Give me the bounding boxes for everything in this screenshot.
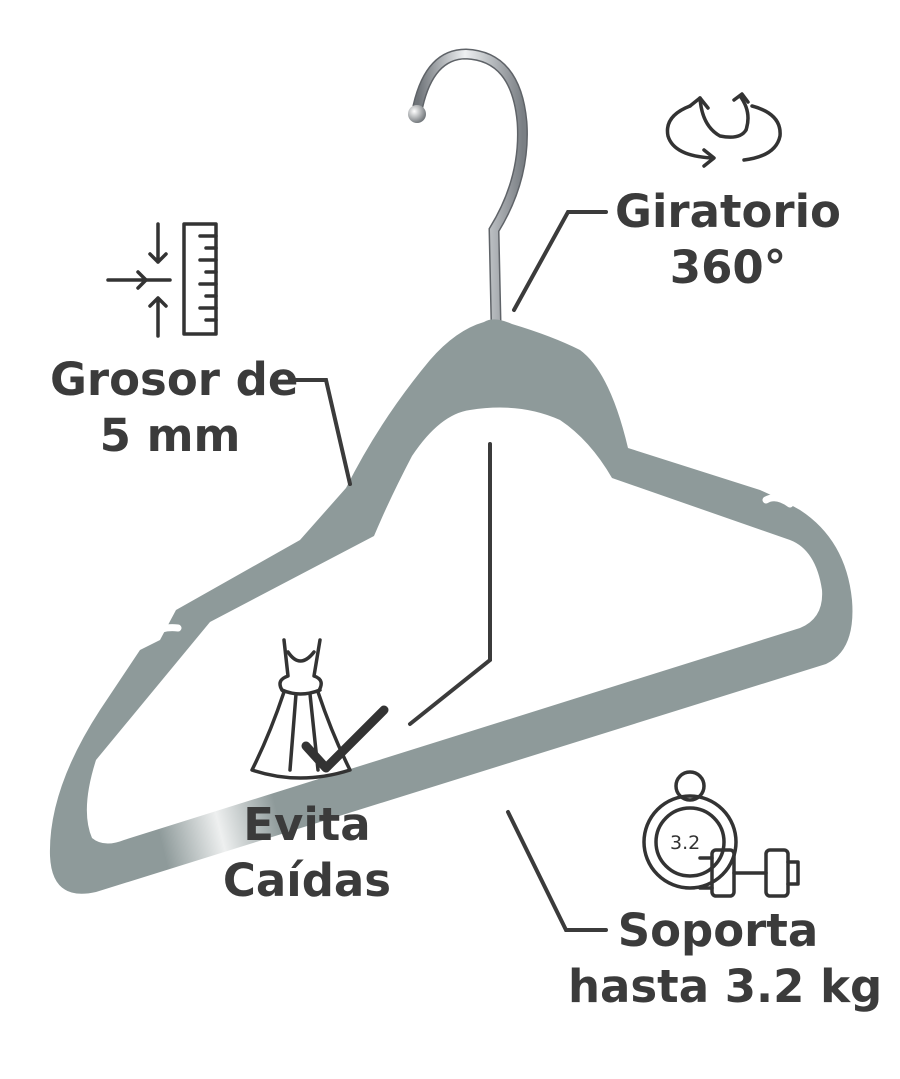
connector-anti-slip	[408, 442, 492, 726]
weight-dumbbell-icon	[642, 770, 800, 898]
checkmark-icon	[301, 705, 389, 773]
thickness-line-1: Grosor de	[50, 353, 299, 406]
feature-rotation-label: Giratorio 360°	[612, 184, 844, 296]
rotation-line-2: 360°	[669, 241, 787, 294]
feature-anti-slip-label: Evita Caídas	[222, 797, 392, 909]
capacity-line-2: hasta 3.2 kg	[568, 960, 883, 1013]
weight-badge-text: 3.2	[670, 832, 700, 854]
hanger-body	[49, 319, 853, 894]
feature-thickness-label: Grosor de 5 mm	[50, 352, 299, 464]
connector-capacity	[506, 810, 608, 932]
anti-slip-line-2: Caídas	[222, 854, 392, 907]
capacity-line-1: Soporta	[617, 904, 819, 957]
hanger-notch-right	[762, 494, 794, 508]
thickness-line-2: 5 mm	[99, 409, 241, 462]
hanger-notch-left	[146, 624, 182, 640]
hook-tip-ball	[408, 105, 426, 123]
connector-rotation	[512, 210, 608, 312]
light-glare	[144, 747, 296, 913]
ruler-compress-icon	[106, 222, 218, 338]
anti-slip-line-1: Evita	[243, 798, 371, 851]
rotation-line-1: Giratorio	[615, 185, 841, 238]
rotate-360-icon	[665, 92, 782, 168]
connector-thickness	[294, 378, 352, 486]
hanger-hook	[408, 48, 528, 328]
feature-capacity-label: Soporta hasta 3.2 kg	[568, 903, 883, 1015]
